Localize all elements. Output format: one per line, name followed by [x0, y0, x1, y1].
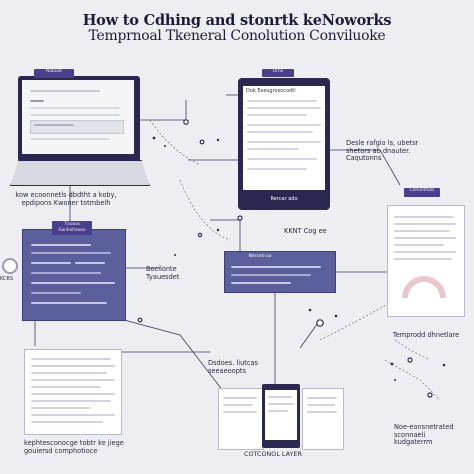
- output-document-caption: kephtesconocge tobtr ke jiege gouiersd c…: [24, 439, 124, 455]
- laptop-caption: kow ecoonnetls dbdtht a koby, epdipons K…: [15, 191, 117, 207]
- laptop-screen: [22, 80, 134, 154]
- left-edge-node: [2, 258, 18, 274]
- bottom-right-caption: Noe-eonsnetrated sconnaeli kudgaterrm: [394, 423, 454, 447]
- tablet-screen: Dok Eesugrosocodtl: [243, 86, 325, 190]
- input-panel-tag: Ticooos Gonhofreeoo: [52, 221, 92, 235]
- tablet-side-caption: Desle rafgio ls, ubetsr shetors ab dnaut…: [346, 139, 419, 163]
- stack-doc-left: [218, 388, 264, 450]
- arc-graphic: [402, 276, 446, 298]
- side-document: [387, 205, 465, 317]
- left-edge-label: KCRS: [0, 276, 14, 282]
- input-panel: [22, 229, 126, 321]
- output-document: [24, 349, 122, 435]
- tablet-footer: Rercar ado: [270, 196, 298, 202]
- side-document-caption: Temprodd dhnetlare: [392, 331, 460, 339]
- side-document-tag: Cononthals: [404, 188, 440, 197]
- stack-doc-center: [262, 384, 300, 448]
- center-note: KKNT Cog ee: [284, 227, 327, 235]
- processing-block-tag: Nerseti oo: [248, 254, 272, 259]
- bottom-center-caption: Dsdoes. liutcas seeaeoopts: [208, 359, 258, 375]
- bottom-layer-label: COTCONOL LAYER: [244, 450, 302, 458]
- laptop-frame: [18, 76, 140, 162]
- processing-block: [224, 251, 336, 293]
- tablet-tag: Orne: [262, 69, 294, 77]
- diagram-subtitle: Temprnoal Tkeneral Conolution Conviluoke: [88, 28, 386, 44]
- stack-doc-right: [302, 388, 344, 450]
- middle-caption: Bocilonte Tyauesdet: [146, 265, 180, 281]
- laptop-base: [10, 160, 150, 186]
- tablet-frame: Dok Eesugrosocodtl Rercar ado: [238, 78, 330, 210]
- laptop-tag: Nabuet: [34, 69, 74, 78]
- diagram-title: How to Cdhing and stonrtk keNoworks: [82, 12, 392, 29]
- tablet-heading: Dok Eesugrosocodtl: [246, 88, 296, 94]
